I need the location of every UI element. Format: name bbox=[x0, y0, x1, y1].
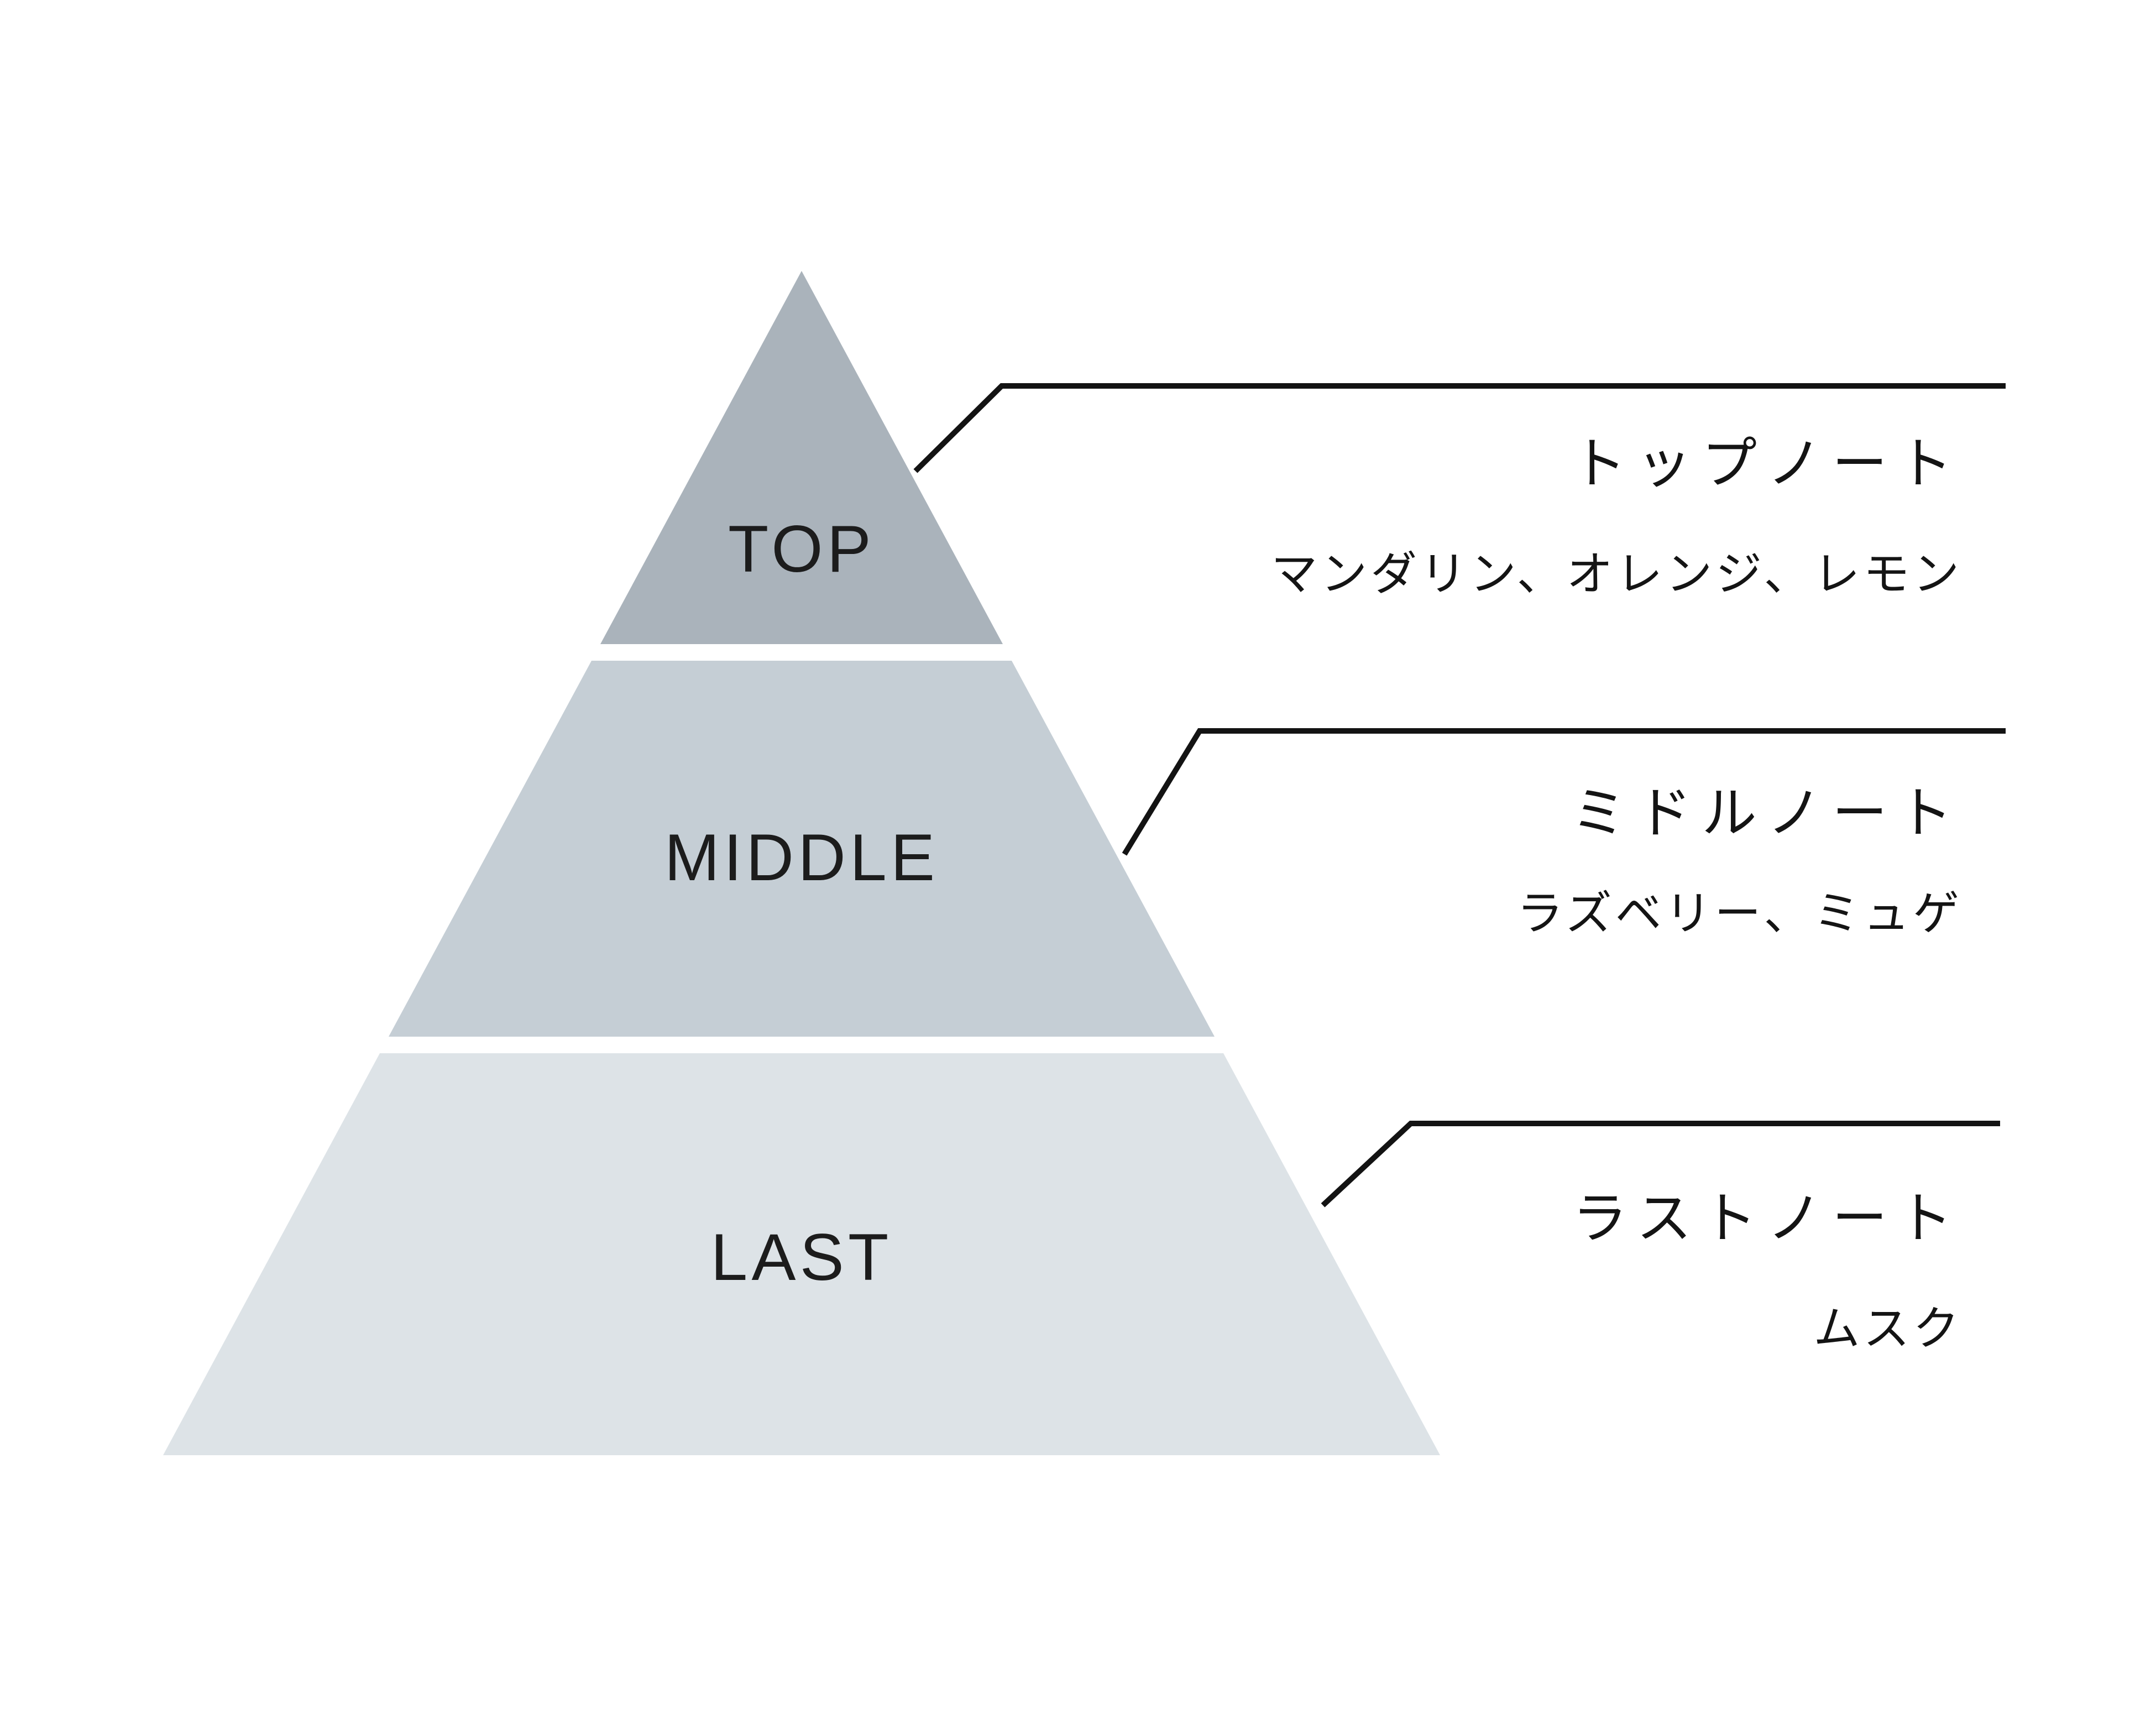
pyramid-tier-last-shape bbox=[163, 1053, 1440, 1455]
middle-note-items: ラズベリー、ミュゲ bbox=[1516, 887, 1963, 939]
pyramid-tier-top-shape bbox=[600, 271, 1003, 644]
connector-line-middle-note bbox=[1122, 728, 2006, 856]
middle-note-title: ミドルノート bbox=[1571, 782, 1963, 844]
tier-label-last: LAST bbox=[710, 1220, 893, 1294]
top-note-items: マンダリン、オレンジ、レモン bbox=[1271, 548, 1963, 600]
last-note-items: ムスク bbox=[1813, 1303, 1963, 1355]
connector-line-last-note bbox=[1321, 1121, 2000, 1208]
tier-label-middle: MIDDLE bbox=[664, 820, 939, 895]
pyramid-tier-middle-shape bbox=[389, 661, 1215, 1037]
last-note-title: ラストノート bbox=[1572, 1188, 1963, 1250]
top-note-title: トップノート bbox=[1571, 433, 1963, 495]
connector-line-top-note bbox=[913, 383, 2006, 473]
tier-label-top: TOP bbox=[728, 512, 876, 586]
